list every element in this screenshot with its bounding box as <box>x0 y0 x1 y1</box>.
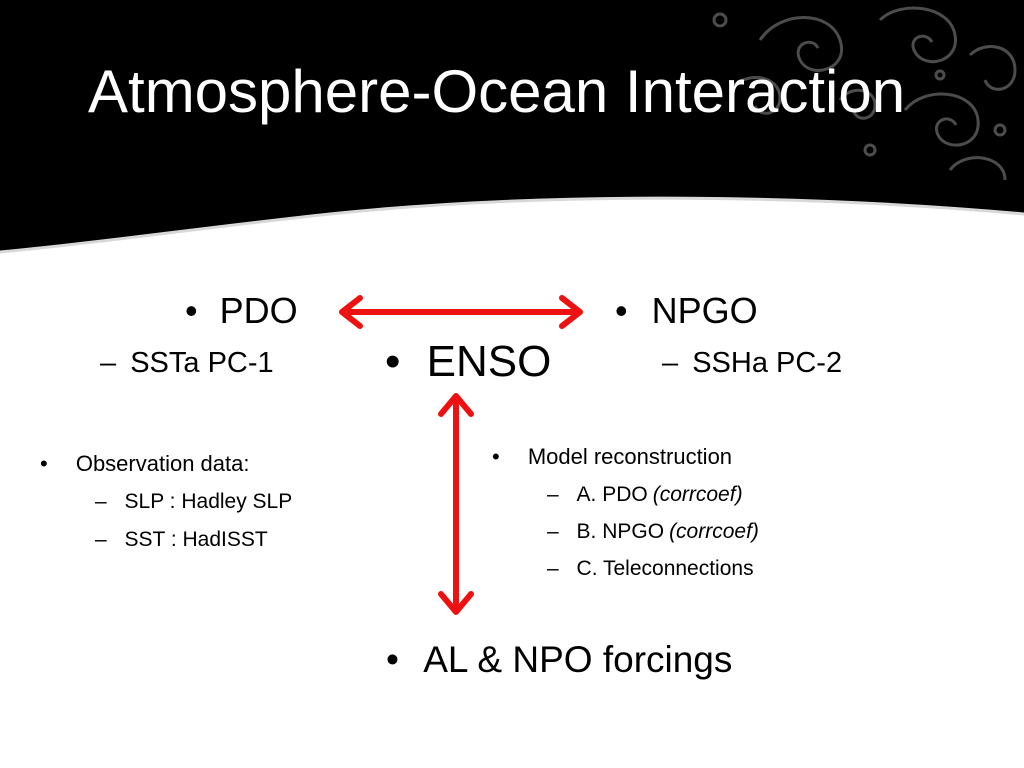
bullet: • <box>386 639 399 680</box>
pdo-sub-item: – SSTa PC-1 <box>100 349 274 378</box>
model-item: – A. PDO (corrcoef) <box>547 484 743 505</box>
bullet: • <box>385 337 401 386</box>
pdo-item: • PDO <box>185 293 298 329</box>
model-item-label: B. NPGO <box>576 520 665 543</box>
observation-heading: Observation data: <box>75 451 250 476</box>
dash: – <box>95 528 107 551</box>
swirl-ornament-icon <box>712 6 1017 181</box>
double-arrow-vertical-icon <box>438 393 474 615</box>
al-npo-label: AL & NPO forcings <box>423 639 733 680</box>
bullet: • <box>615 290 628 331</box>
npgo-sub-label: SSHa PC-2 <box>692 347 843 379</box>
npgo-sub-item: – SSHa PC-2 <box>662 349 842 378</box>
model-item: – C. Teleconnections <box>547 558 754 579</box>
al-npo-item: • AL & NPO forcings <box>386 641 732 678</box>
title-banner <box>0 0 1024 254</box>
observation-item-label: SLP : Hadley SLP <box>124 490 293 513</box>
npgo-label: NPGO <box>651 290 758 331</box>
observation-item: – SST : HadISST <box>95 529 268 550</box>
enso-label: ENSO <box>426 337 552 386</box>
pdo-label: PDO <box>219 290 298 331</box>
model-heading-item: • Model reconstruction <box>492 446 732 468</box>
dash: – <box>95 490 107 513</box>
dash: – <box>547 483 559 506</box>
npgo-item: • NPGO <box>615 293 758 329</box>
dash: – <box>547 520 559 543</box>
dash: – <box>100 347 117 379</box>
bullet: • <box>492 444 500 469</box>
pdo-sub-label: SSTa PC-1 <box>130 347 274 379</box>
model-item-label: C. Teleconnections <box>576 557 754 580</box>
slide-title: Atmosphere-Ocean Interaction <box>88 58 906 125</box>
observation-heading-item: • Observation data: <box>40 453 250 475</box>
model-item: – B. NPGO (corrcoef) <box>547 521 759 542</box>
dash: – <box>547 557 559 580</box>
enso-item: • ENSO <box>385 340 551 384</box>
model-item-note: (corrcoef) <box>652 483 743 506</box>
observation-item-label: SST : HadISST <box>124 528 268 551</box>
model-heading: Model reconstruction <box>527 444 733 469</box>
bullet: • <box>40 451 48 476</box>
bullet: • <box>185 290 198 331</box>
model-item-note: (corrcoef) <box>669 520 759 543</box>
double-arrow-horizontal-icon <box>339 295 583 329</box>
dash: – <box>662 347 679 379</box>
observation-item: – SLP : Hadley SLP <box>95 491 292 512</box>
model-item-label: A. PDO <box>576 483 648 506</box>
